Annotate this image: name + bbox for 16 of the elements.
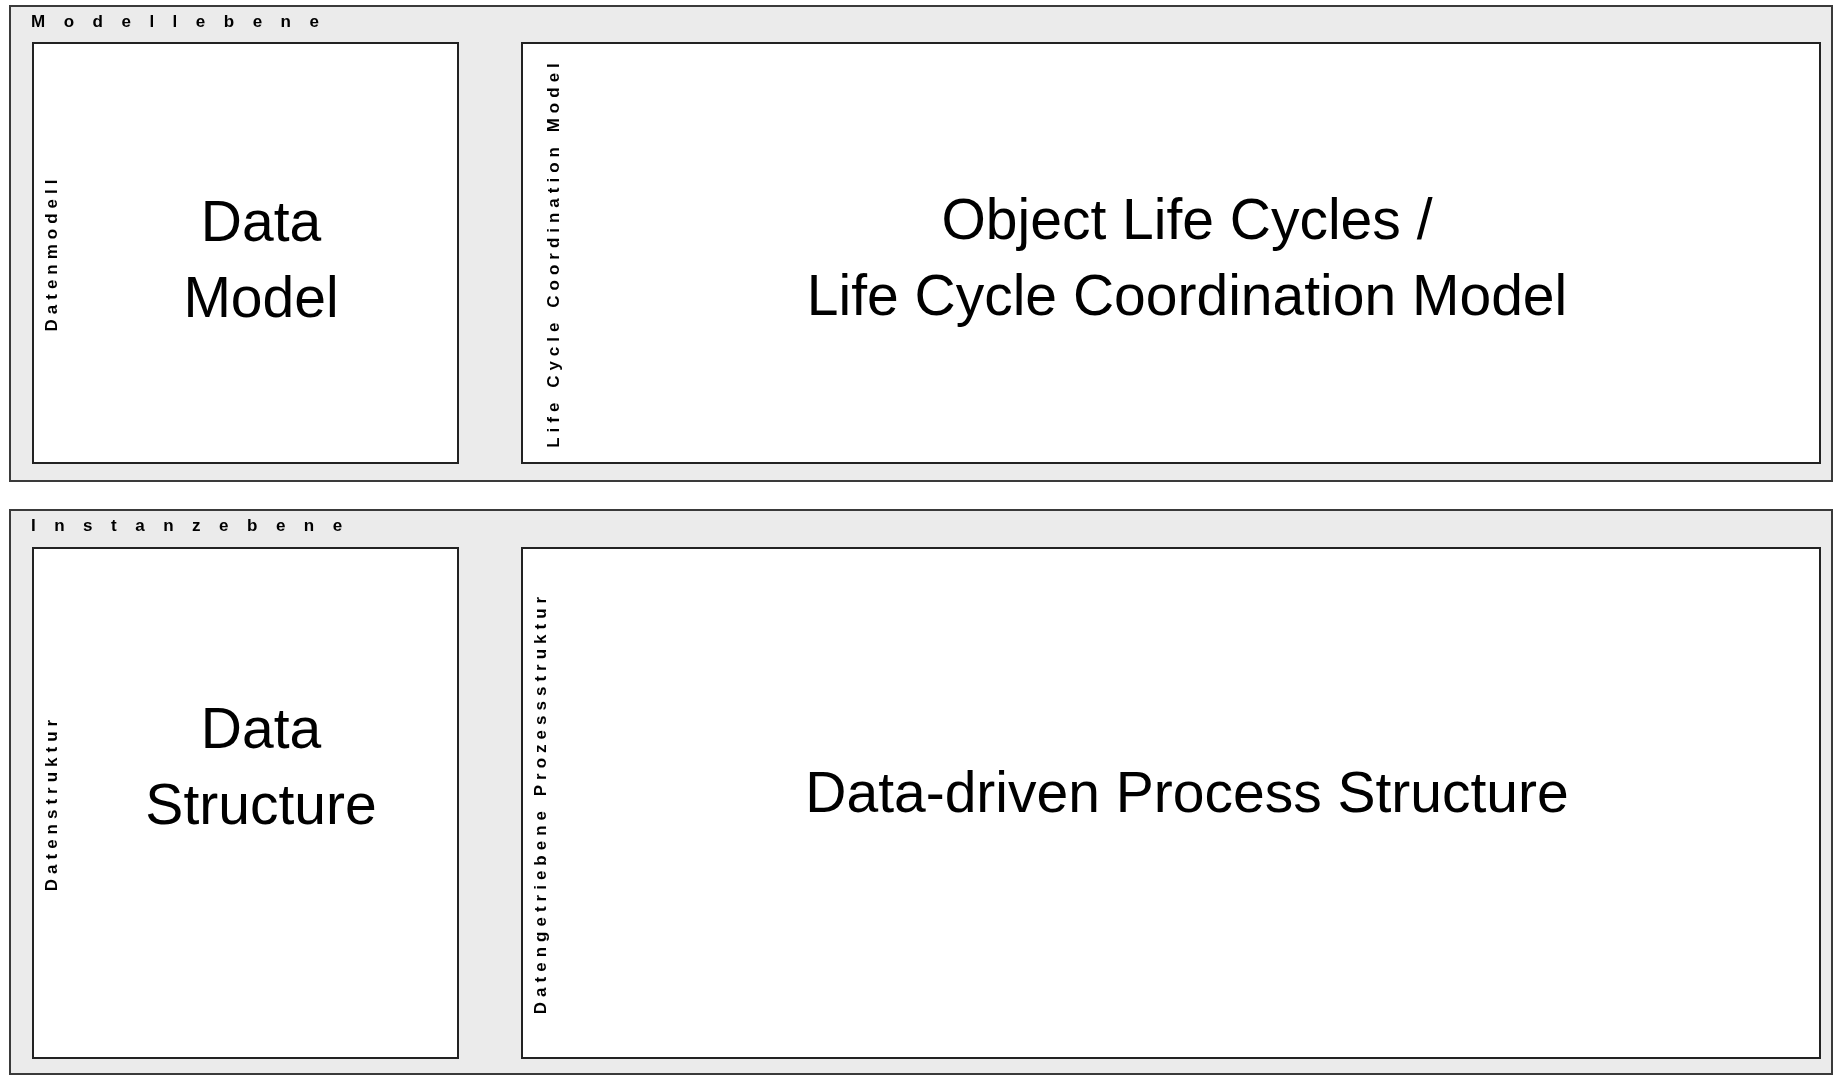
box-title: Data Model — [182, 188, 340, 331]
side-label: Datenmodell — [42, 174, 62, 332]
component-box — [32, 547, 459, 1059]
box-title: Object Life Cycles / Life Cycle Coordination Model — [806, 186, 1568, 329]
box-title: Data Structure — [144, 695, 378, 838]
box-title: Data-driven Process Structure — [805, 759, 1569, 827]
component-box — [521, 547, 1821, 1059]
component-box — [32, 42, 459, 464]
side-label: Datenstruktur — [42, 714, 62, 892]
component-box — [521, 42, 1821, 464]
layer-panel — [9, 5, 1833, 482]
panel-title: Modellebene — [31, 12, 338, 32]
panel-title: Instanzebene — [31, 516, 361, 536]
side-label: Datengetriebene Prozessstruktur — [531, 591, 551, 1015]
side-label: Life Cycle Coordination Model — [544, 58, 564, 448]
layer-panel — [9, 509, 1833, 1075]
